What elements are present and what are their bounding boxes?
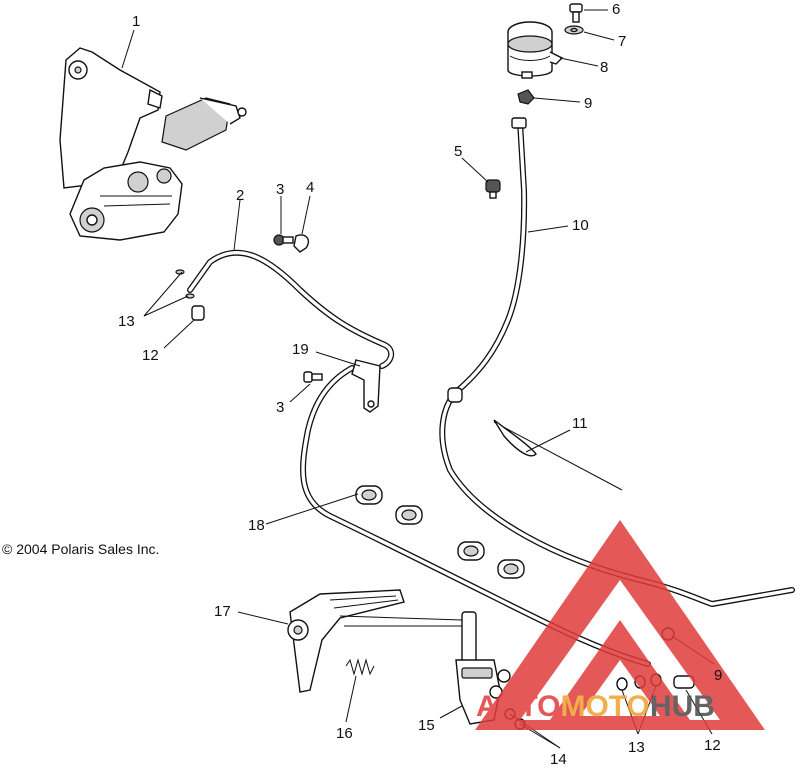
master-cylinder-15 bbox=[455, 611, 511, 725]
callout-7: 7 bbox=[618, 33, 626, 50]
clip-4 bbox=[293, 234, 310, 253]
washer-7 bbox=[564, 25, 584, 35]
watermark-triangle-icon bbox=[475, 520, 765, 730]
callout-numbers: 1 2 3 4 5 6 7 8 9 10 11 13 12 19 3 18 17… bbox=[118, 1, 722, 768]
callout-8: 8 bbox=[600, 59, 608, 76]
hose-clips-18 bbox=[355, 485, 525, 579]
hose-clip-a bbox=[355, 485, 383, 505]
callout-14: 14 bbox=[550, 751, 567, 768]
callout-12-top: 12 bbox=[142, 347, 159, 364]
bolt-6 bbox=[569, 3, 583, 23]
watermark-triangle-inner-icon bbox=[550, 620, 690, 720]
callout-10: 10 bbox=[572, 217, 589, 234]
watermark-part3: HUB bbox=[650, 690, 715, 723]
callout-13-top: 13 bbox=[118, 313, 135, 330]
bolt-3-top bbox=[273, 234, 294, 246]
leader-lines bbox=[121, 9, 715, 749]
watermark-text: AUTOMOTOHUB bbox=[476, 690, 715, 723]
callout-9-top: 9 bbox=[584, 95, 592, 112]
callout-1: 1 bbox=[132, 13, 140, 30]
brake-pedal-17 bbox=[287, 589, 405, 693]
callout-13-bottom: 13 bbox=[628, 739, 645, 756]
callout-15: 15 bbox=[418, 717, 435, 734]
callout-3-middle: 3 bbox=[276, 399, 284, 416]
brake-line-2 bbox=[187, 249, 395, 369]
callout-4: 4 bbox=[306, 179, 314, 196]
callout-5: 5 bbox=[454, 143, 462, 160]
copyright-notice: © 2004 Polaris Sales Inc. bbox=[2, 541, 159, 557]
hose-clip-d bbox=[497, 559, 525, 579]
callout-2: 2 bbox=[236, 187, 244, 204]
callout-9-bottom: 9 bbox=[714, 667, 722, 684]
callout-6: 6 bbox=[612, 1, 620, 18]
banjo-bolt-12-top bbox=[191, 305, 205, 321]
bracket-19 bbox=[351, 359, 381, 413]
watermark-part1: AUTO bbox=[476, 690, 560, 723]
brake-caliper-assembly bbox=[59, 47, 247, 241]
hose-clip-c bbox=[457, 541, 485, 561]
watermark-part2: MOTO bbox=[560, 690, 649, 723]
callout-19: 19 bbox=[292, 341, 309, 358]
reservoir-8 bbox=[507, 21, 564, 79]
spring-16 bbox=[345, 658, 375, 676]
callout-11: 11 bbox=[572, 415, 588, 432]
hose-clip-b bbox=[395, 505, 423, 525]
callout-18: 18 bbox=[248, 517, 265, 534]
bolt-5 bbox=[485, 179, 501, 199]
clip-9-top bbox=[517, 89, 535, 105]
callout-12-bottom: 12 bbox=[704, 737, 721, 754]
callout-17: 17 bbox=[214, 603, 231, 620]
watermark-logo: AUTOMOTOHUB bbox=[475, 520, 765, 730]
callout-16: 16 bbox=[336, 725, 353, 742]
bolt-3-middle bbox=[303, 371, 323, 383]
callout-3-top: 3 bbox=[276, 181, 284, 198]
washers-13-top bbox=[175, 269, 195, 299]
cable-tie-11 bbox=[493, 419, 623, 491]
